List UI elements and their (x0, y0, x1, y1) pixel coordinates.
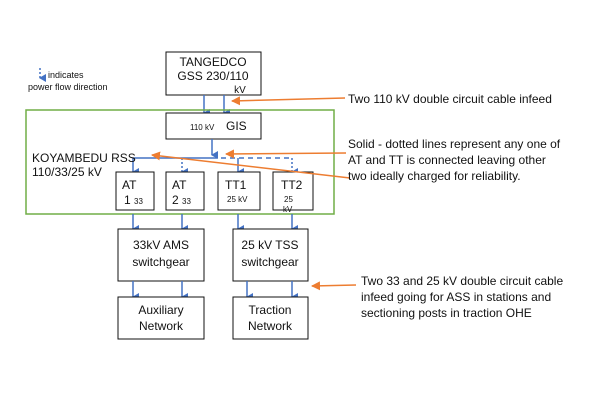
transformer-name: TT2 (281, 178, 303, 192)
annotation-solid-dotted-1: Solid - dotted lines represent any one o… (348, 137, 561, 151)
gss-title: TANGEDCO (179, 55, 246, 69)
transformer-at1: AT 1 33 (115, 171, 155, 211)
annotation-solid-dotted-2: AT and TT is connected leaving other (348, 153, 546, 167)
transformer-tt2: TT2 25 kV (272, 171, 314, 214)
rss-rating: 110/33/25 kV (32, 165, 102, 179)
traction-network-box (232, 296, 309, 340)
transformer-name: TT1 (225, 178, 247, 192)
ams-subtitle: switchgear (132, 255, 189, 269)
annotation-outfeed-2: infeed going for ASS in stations and (361, 290, 551, 304)
annotation-solid-dotted-3: two ideally charged for reliability. (348, 169, 521, 183)
pointer-infeed (231, 96, 346, 106)
legend-text-1: indicates (48, 70, 84, 80)
transformer-tt1: TT1 25 kV (217, 171, 261, 211)
annotation-outfeed-3: sectioning posts in traction OHE (361, 306, 532, 320)
transformer-at2: AT 2 33 (165, 171, 205, 211)
pointer-rss (151, 151, 351, 179)
gss-box (165, 51, 262, 96)
legend-text-2: power flow direction (28, 82, 108, 92)
transformer-name: AT (172, 178, 187, 192)
transformer-sub1: 25 (284, 195, 293, 204)
tss-subtitle: switchgear (241, 255, 298, 269)
transformer-sub2: 33 (134, 197, 143, 206)
rss-container (25, 109, 335, 215)
gss-unit: kV (234, 85, 246, 96)
annotation-outfeed-1: Two 33 and 25 kV double circuit cable (361, 274, 563, 288)
pointer-outfeed (311, 281, 357, 291)
annotation-infeed: Two 110 kV double circuit cable infeed (348, 92, 552, 106)
tss-switchgear-box (232, 228, 309, 282)
gis-box (165, 112, 262, 140)
ams-switchgear-box (117, 228, 205, 282)
aux-title: Auxiliary (138, 303, 183, 317)
aux-subtitle: Network (139, 319, 184, 333)
transformer-sub2: 33 (182, 197, 191, 206)
tss-title: 25 kV TSS (241, 238, 298, 252)
rss-title: KOYAMBEDU RSS (32, 151, 136, 165)
transformer-name: AT (122, 178, 137, 192)
auxiliary-network-box (117, 296, 205, 340)
gss-rating: GSS 230/110 (177, 69, 248, 83)
transformer-sub1: 2 (172, 193, 179, 207)
traction-subtitle: Network (248, 319, 293, 333)
traction-title: Traction (249, 303, 292, 317)
transformer-sub1: 25 kV (227, 195, 248, 204)
gis-label: GIS (226, 119, 247, 133)
transformer-sub1: 1 (124, 193, 131, 207)
legend: indicates power flow direction (28, 68, 108, 92)
transformer-sub2: kV (283, 205, 293, 214)
pointer-bus (225, 149, 347, 159)
gis-voltage: 110 kV (190, 123, 215, 132)
ams-title: 33kV AMS (133, 238, 189, 252)
